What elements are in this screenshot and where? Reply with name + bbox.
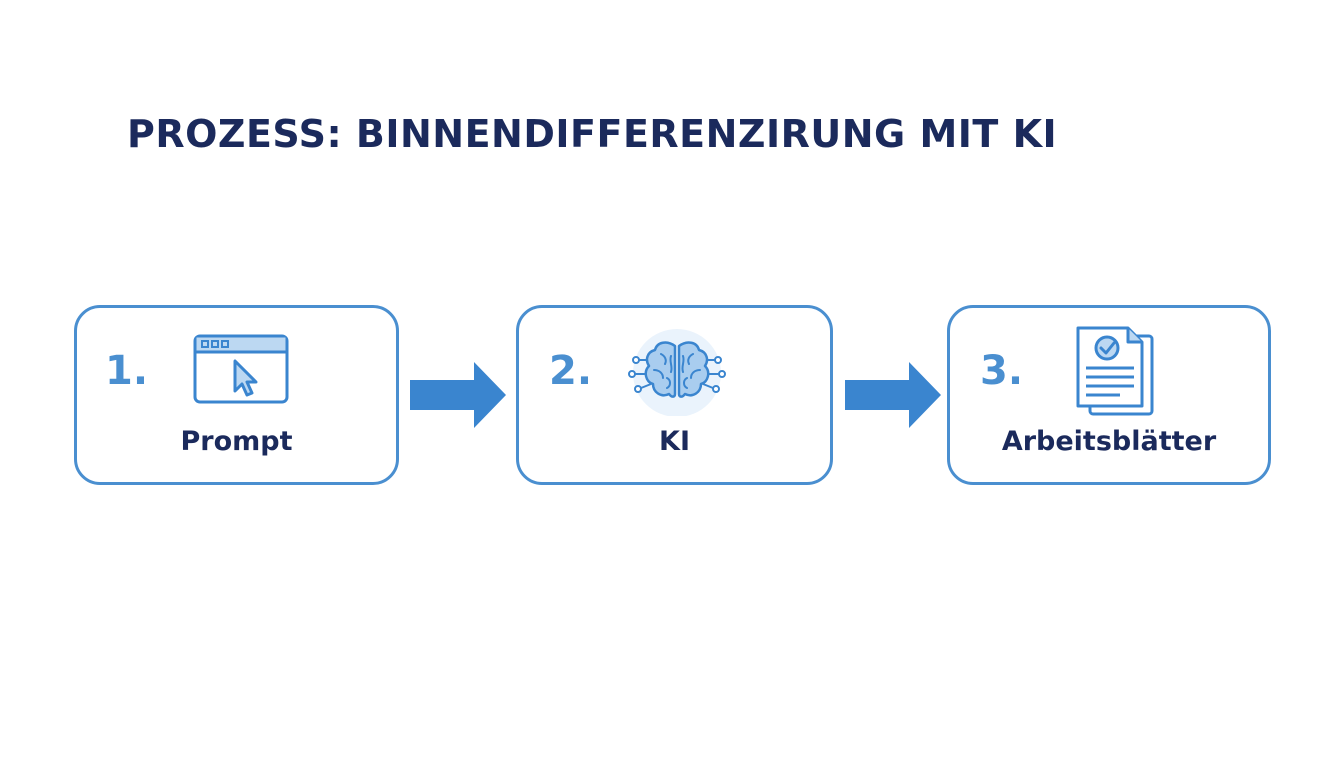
step-prompt: 1. Prompt	[74, 305, 399, 485]
step-ki: 2. KI	[516, 305, 833, 485]
browser-cursor-icon	[193, 334, 289, 404]
arrow-right-icon	[845, 362, 941, 428]
step-number: 2.	[549, 348, 593, 394]
step-number: 3.	[980, 348, 1024, 394]
step-label: Prompt	[180, 426, 293, 457]
step-label: Arbeitsblätter	[1001, 426, 1217, 457]
step-arbeitsblaetter: 3. Arbeitsblätter	[947, 305, 1271, 485]
diagram-title: PROZESS: BINNENDIFFERENZIRUNG MIT KI	[127, 112, 1058, 156]
arrow-right-icon	[410, 362, 506, 428]
brain-circuit-icon	[628, 329, 726, 416]
document-check-icon	[1076, 326, 1154, 416]
step-number: 1.	[105, 348, 149, 394]
step-label: KI	[659, 426, 690, 457]
